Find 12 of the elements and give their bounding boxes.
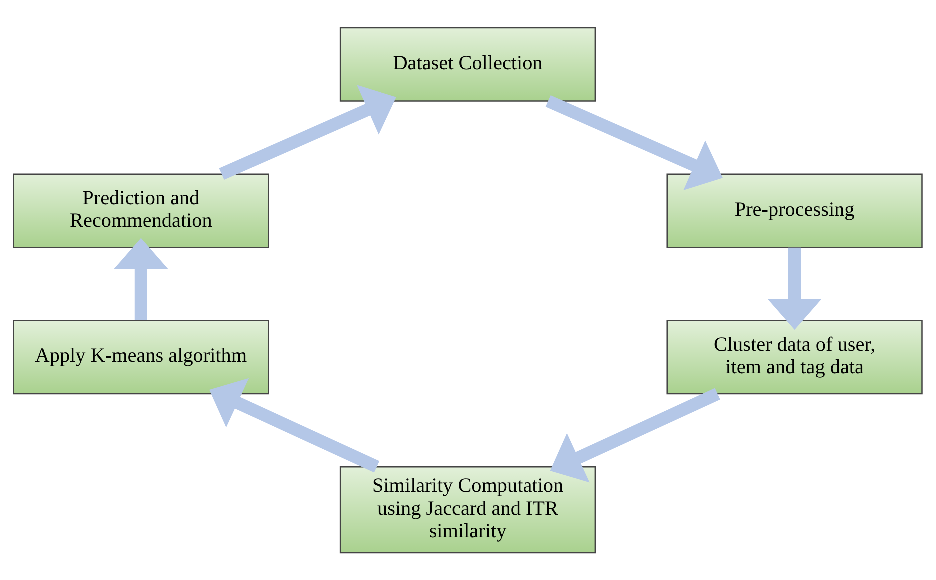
node-box: Pre-processing: [666, 173, 923, 248]
node-box: Dataset Collection: [340, 26, 596, 102]
arrow: [114, 238, 168, 320]
arrow: [219, 84, 396, 180]
arrow: [768, 247, 822, 330]
node-box: Prediction and Recommendation: [13, 173, 270, 248]
node-box: Similarity Computation using Jaccard and ITR similarity: [340, 466, 596, 554]
arrow: [210, 378, 380, 472]
arrow: [546, 95, 723, 190]
node-box: Apply K-means algorithm: [13, 320, 270, 394]
node-box: Cluster data of user, item and tag data: [666, 320, 923, 394]
arrow: [550, 388, 720, 482]
